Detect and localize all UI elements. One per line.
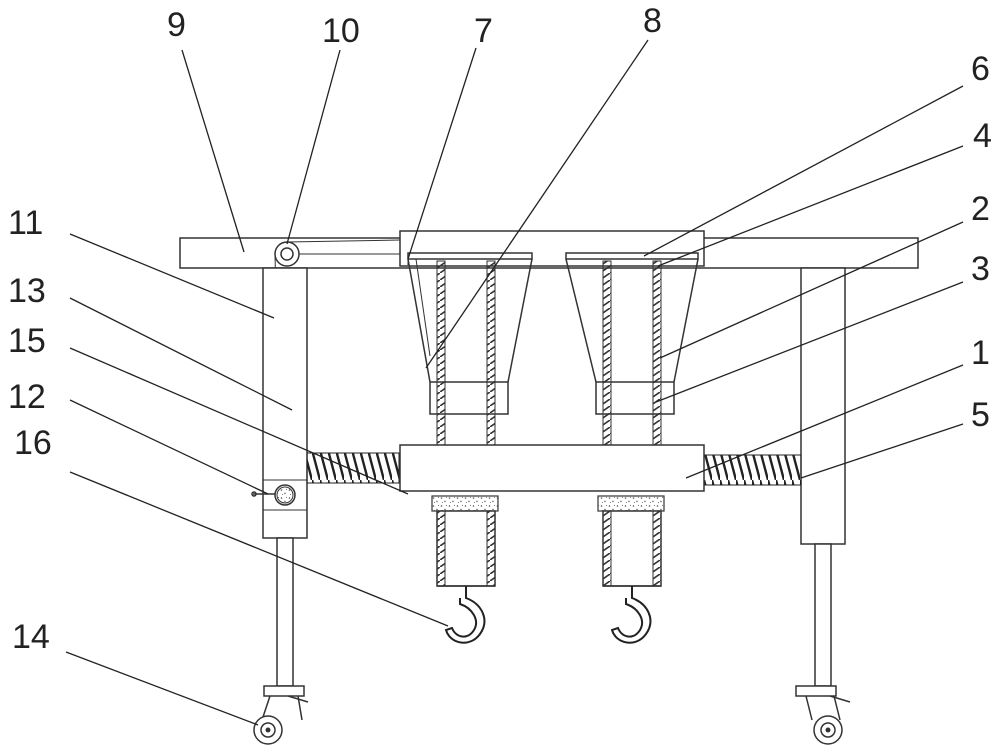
callout-13: 13 [8,272,46,310]
leader-6 [643,85,964,257]
left-hook [444,586,486,644]
callout-2: 2 [971,190,990,228]
right-hook [610,586,652,644]
central-housing [399,230,705,267]
callout-14: 14 [12,618,50,656]
callout-8: 8 [643,2,662,40]
callout-16: 16 [14,424,52,462]
leader-16 [69,471,449,627]
left-lift-unit [407,258,533,587]
foam-pads [431,495,665,512]
callout-6: 6 [971,50,990,88]
right-lift-unit [565,258,699,587]
callout-15: 15 [8,322,46,360]
leader-11 [69,233,275,319]
callout-7: 7 [474,12,493,50]
callout-5: 5 [971,396,990,434]
leader-14 [65,651,259,726]
leader-7 [407,47,477,260]
callout-labels: 9 10 7 8 6 4 2 3 1 5 11 13 15 12 16 14 [8,2,992,656]
leader-3 [655,281,964,403]
left-caster [253,685,309,745]
leader-4 [657,145,964,267]
left-spring [306,452,400,484]
leader-5 [800,423,964,479]
leader-9 [181,49,245,253]
leader-10 [286,49,341,245]
moving-plate [399,444,705,492]
leader-13 [69,297,293,411]
callout-10: 10 [322,12,360,50]
leader-lines [65,39,964,726]
right-caster [795,685,851,745]
callout-11: 11 [8,204,43,242]
right-spring [703,454,802,486]
winch-reel [251,484,296,506]
callout-4: 4 [973,117,992,155]
leader-12 [69,399,269,495]
left-column [262,267,308,687]
leader-2 [659,221,964,359]
right-column [800,267,846,687]
leader-8 [425,39,649,369]
leader-15 [69,347,409,495]
callout-9: 9 [167,6,186,44]
leader-1 [685,364,964,479]
callout-1: 1 [971,334,990,372]
callout-3: 3 [971,250,990,288]
callout-12: 12 [8,378,46,416]
